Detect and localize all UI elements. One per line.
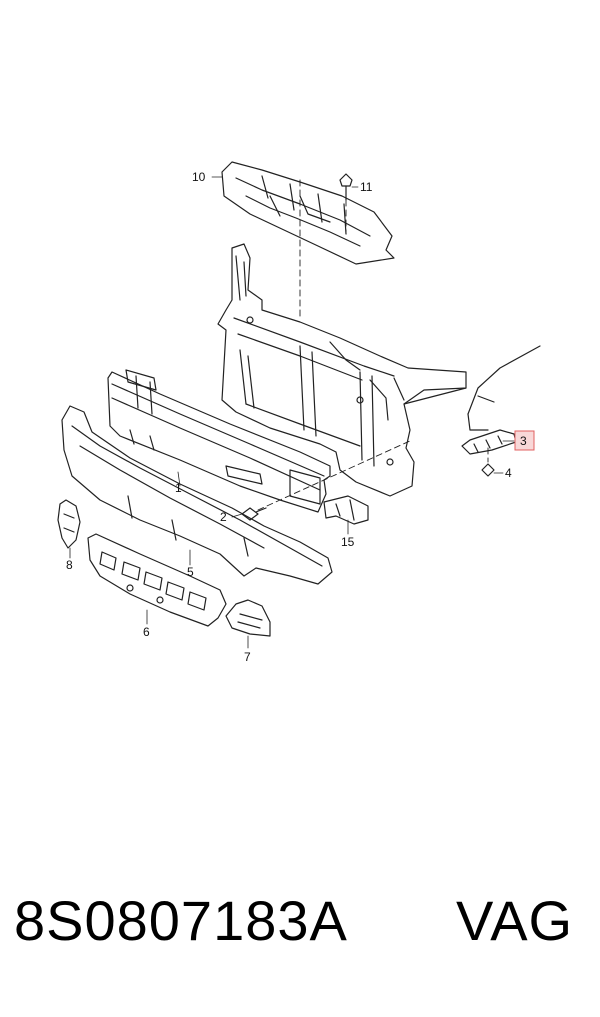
callout-3: 3: [520, 434, 527, 448]
lower-grille-part: [87, 533, 227, 627]
callout-4: 4: [505, 466, 512, 480]
callout-11: 11: [360, 180, 373, 194]
callout-10: 10: [192, 170, 206, 184]
caption-bar: 8S0807183A VAG: [0, 888, 600, 978]
leader-lines: [69, 176, 515, 649]
exploded-parts-diagram: 10 11 1 2 3 4 15 8 5 6 7: [57, 161, 541, 664]
screw-part: [481, 463, 495, 477]
guide-piece-part: [461, 429, 517, 455]
screw-part: [241, 507, 267, 521]
callout-15: 15: [341, 535, 355, 549]
callout-6: 6: [143, 625, 150, 639]
callout-5: 5: [187, 565, 194, 579]
grille-insert-part: [225, 599, 271, 637]
top-cover-part: [221, 161, 395, 265]
left-bracket-part: [57, 499, 81, 549]
callout-1: 1: [175, 481, 182, 495]
bumper-beam-part: [107, 369, 331, 513]
lock-carrier-frame: [217, 243, 467, 497]
callout-8: 8: [66, 558, 73, 572]
wing-panel: [467, 345, 541, 431]
energy-absorber-part: [61, 405, 333, 585]
brand-label: VAG: [456, 889, 574, 952]
callout-7: 7: [244, 650, 251, 664]
highlight-box: [514, 430, 535, 451]
part-number: 8S0807183A: [14, 889, 348, 952]
assembly-lines: [257, 179, 489, 511]
callout-2: 2: [220, 510, 227, 524]
clip-part: [339, 173, 353, 201]
bracket-part: [323, 495, 369, 525]
